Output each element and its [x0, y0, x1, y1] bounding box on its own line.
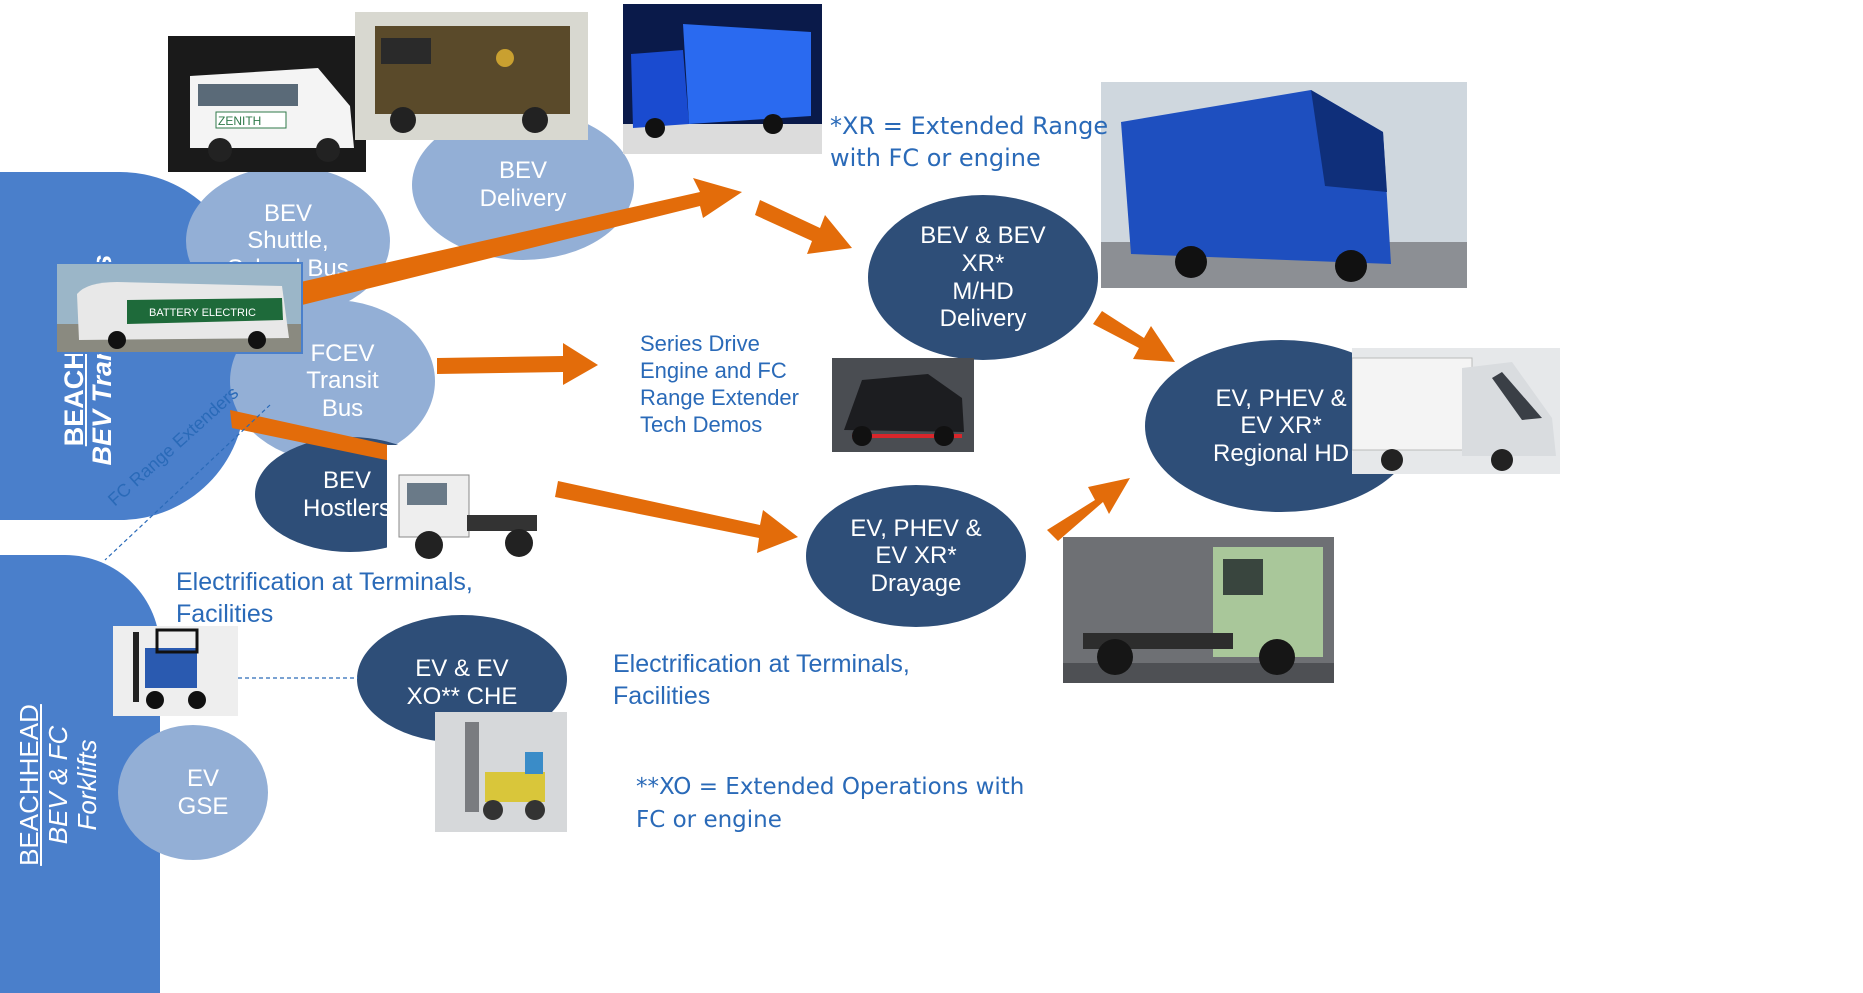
arrow-to-bev-mhd — [755, 200, 852, 254]
beachhead-forklifts-subtitle: BEV & FC — [43, 725, 73, 845]
shuttle-brand-text: ZENITH — [218, 114, 261, 128]
beachhead-forklifts-title: BEACHHEAD — [14, 704, 44, 866]
node-drayage: EV, PHEV & EV XR* Drayage — [806, 485, 1026, 627]
beachhead-forklifts-label: BEACHHEAD BEV & FC Forklifts — [14, 655, 105, 915]
electrification-label-left: Electrification at Terminals, Facilities — [176, 568, 473, 628]
beachhead-transit-label: BEACHHEAD BEV Transit Bus — [59, 215, 120, 505]
photo-semi-truck — [1352, 348, 1560, 474]
arrow-drayage-to-regional — [1047, 478, 1130, 541]
photo-container-handler — [435, 712, 567, 832]
photo-green-truck — [1063, 537, 1334, 683]
photo-yard-hostler — [387, 445, 548, 567]
photo-blue-electric-truck — [1101, 82, 1467, 288]
photo-battery-electric-bus: BATTERY ELECTRIC — [55, 262, 303, 354]
series-drive-note: Series Drive Engine and FC Range Extende… — [640, 331, 799, 437]
photo-shuttle-van: ZENITH — [168, 36, 366, 172]
arrow-mhd-to-regional — [1093, 311, 1175, 362]
arrow-fcev-to-series-drive — [437, 343, 598, 385]
electrification-label-center: Electrification at Terminals, Facilities — [613, 650, 910, 710]
photo-ups-delivery-truck — [355, 12, 588, 140]
node-bev-mhd-delivery: BEV & BEV XR* M/HD Delivery — [868, 195, 1098, 360]
bus-label-text: BATTERY ELECTRIC — [149, 307, 256, 319]
xo-footnote: **XO = Extended Operations with FC or en… — [636, 774, 1025, 833]
beachhead-transit-subtitle: BEV Transit Bus — [87, 254, 117, 466]
beachhead-forklifts-subtitle2: Forklifts — [72, 739, 102, 831]
arrow-to-drayage — [555, 481, 798, 553]
photo-blue-delivery-truck — [623, 4, 822, 154]
xr-footnote: *XR = Extended Range with FC or engine — [830, 112, 1109, 172]
node-ev-gse: EV GSE — [118, 725, 268, 860]
photo-concept-truck-cab — [832, 358, 974, 452]
photo-forklift — [113, 626, 238, 716]
beachhead-transit-title: BEACHHEAD — [59, 273, 89, 447]
